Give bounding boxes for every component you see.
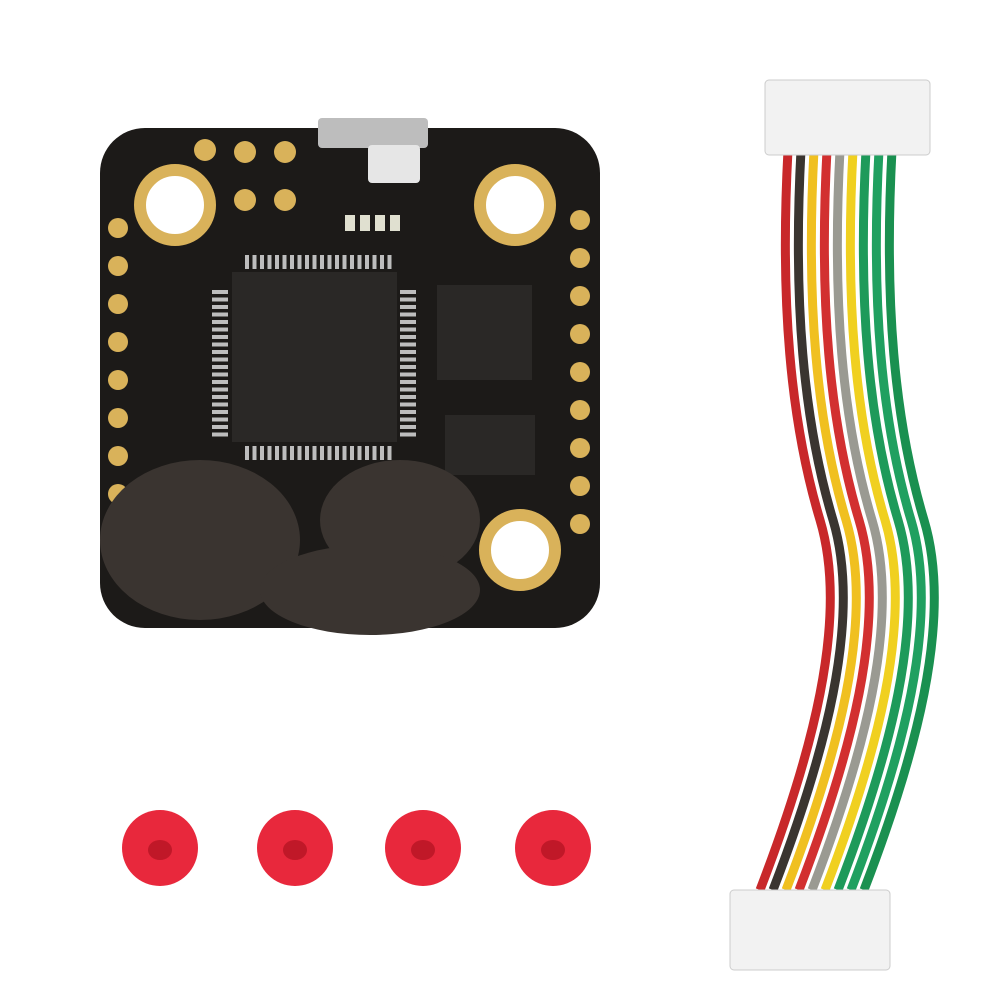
rubber-grommets xyxy=(122,810,591,886)
solder-pad xyxy=(108,446,128,466)
solder-pad xyxy=(570,210,590,230)
solder-pad xyxy=(570,286,590,306)
wire xyxy=(846,149,926,892)
solder-pad xyxy=(570,248,590,268)
solder-pad xyxy=(570,514,590,534)
wire xyxy=(781,149,861,892)
mounting-hole xyxy=(134,164,561,591)
solder-pad xyxy=(108,408,128,428)
mcu-chip xyxy=(212,255,416,460)
solder-pad xyxy=(234,141,256,163)
solder-pad xyxy=(570,362,590,382)
solder-pad xyxy=(234,189,256,211)
grommet xyxy=(385,810,461,886)
wire xyxy=(768,149,848,892)
wire xyxy=(807,149,887,892)
wire xyxy=(859,149,939,892)
solder-pad xyxy=(274,189,296,211)
solder-pad xyxy=(194,139,216,161)
solder-pad xyxy=(570,324,590,344)
wire xyxy=(755,149,835,892)
wire xyxy=(794,149,874,892)
wire xyxy=(820,149,900,892)
solder-pad xyxy=(570,476,590,496)
redaction-blob xyxy=(100,460,480,635)
grommet xyxy=(122,810,198,886)
solder-pad xyxy=(570,400,590,420)
solder-pad xyxy=(108,294,128,314)
solder-pad xyxy=(108,332,128,352)
solder-pad xyxy=(108,370,128,390)
solder-pad xyxy=(108,218,128,238)
grommet xyxy=(257,810,333,886)
solder-pad xyxy=(274,141,296,163)
solder-pad xyxy=(570,438,590,458)
solder-pad xyxy=(108,256,128,276)
wire-harness xyxy=(729,79,939,971)
wire xyxy=(833,149,913,892)
grommet xyxy=(515,810,591,886)
